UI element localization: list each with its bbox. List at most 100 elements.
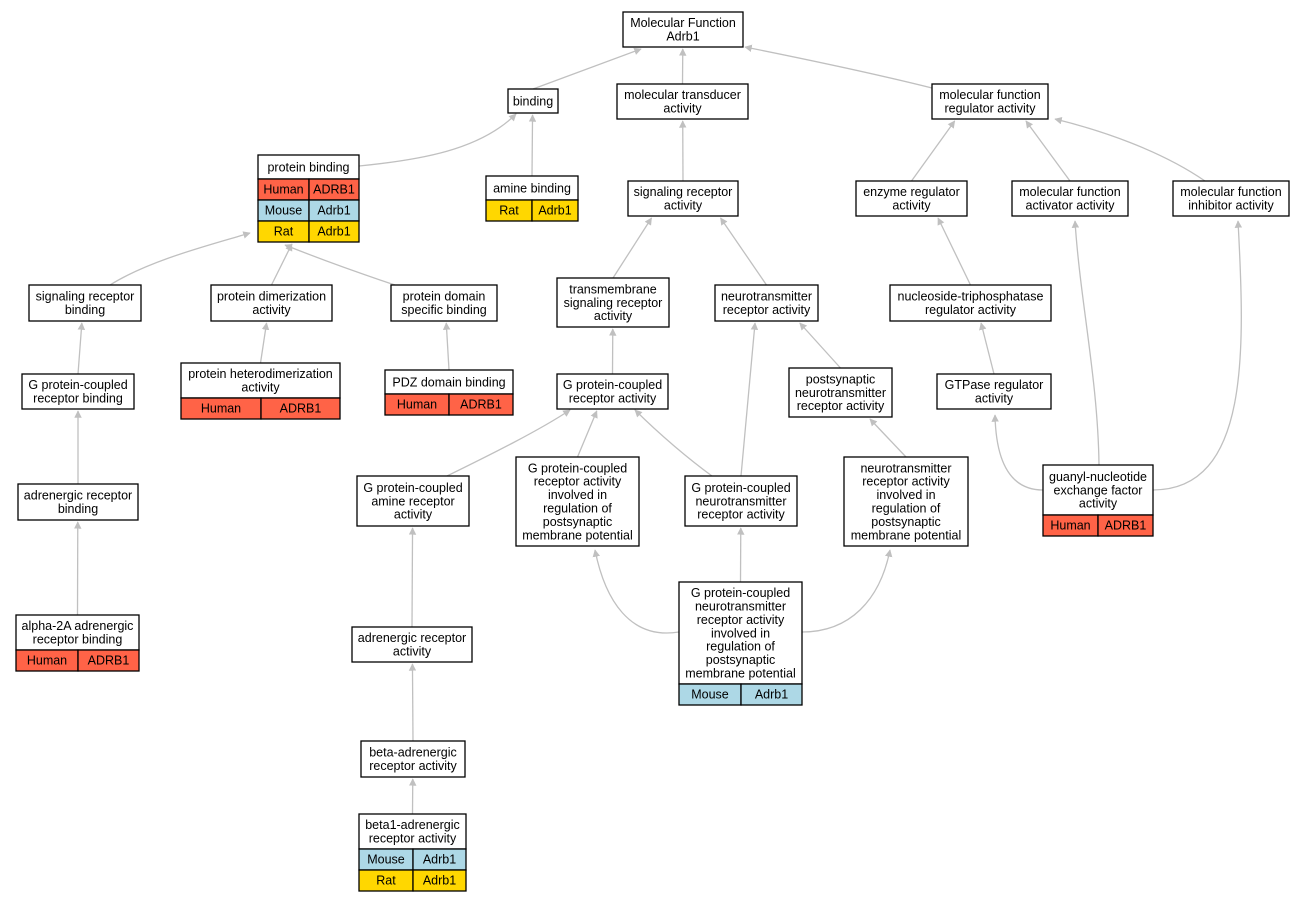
node-box <box>358 813 467 850</box>
node-label-line: receptor activity <box>369 759 457 773</box>
node-label-line: signaling receptor <box>634 185 733 199</box>
node-gpcr-nt-postsynaptic-potential[interactable]: G protein-coupledneurotransmitterrecepto… <box>678 581 803 706</box>
node-label-line: binding <box>58 502 98 516</box>
node-label-line: protein binding <box>267 160 349 174</box>
node-binding[interactable]: binding <box>507 88 559 114</box>
edge-protein-binding-to-binding <box>358 113 517 167</box>
edge-neurotransmitter-receptor-to-signaling-receptor-activity <box>720 217 768 286</box>
node-label-line: signaling receptor <box>564 296 663 310</box>
edge-gtpase-regulator-to-ntp-regulator <box>979 322 995 375</box>
node-label-line: activity <box>594 309 633 323</box>
node-label-line: receptor activity <box>697 508 785 522</box>
node-label-line: binding <box>513 94 553 108</box>
edge-amine-binding-to-binding <box>528 114 537 177</box>
gene-cell <box>740 683 803 706</box>
node-label-line: neurotransmitter <box>795 386 886 400</box>
edge-mf-inhibitor-to-mf-regulator <box>1054 116 1206 182</box>
node-box <box>351 626 473 663</box>
node-box <box>714 284 819 322</box>
edge-protein-domain-specific-to-protein-binding <box>284 244 396 286</box>
node-box <box>1011 180 1129 217</box>
node-label-line: protein heterodimerization <box>188 367 333 381</box>
node-label-line: receptor activity <box>723 303 811 317</box>
gene-label: ADRB1 <box>88 654 130 668</box>
edge-protein-heterodimerization-to-protein-dimerization <box>259 322 270 364</box>
node-label-line: regulation of <box>543 502 612 516</box>
species-label: Mouse <box>265 204 303 218</box>
gene-cell <box>308 220 360 243</box>
node-label-line: Adrb1 <box>666 30 699 44</box>
node-label-line: receptor activity <box>534 475 622 489</box>
edge-nt-receptor-postsynaptic-potential-to-postsynaptic-nt-receptor <box>869 418 907 458</box>
node-label-line: involved in <box>711 626 770 640</box>
node-box <box>678 581 803 685</box>
node-label-line: Molecular Function <box>630 16 736 30</box>
node-box <box>622 11 744 48</box>
edge-gpcr-amine-receptor-to-gpcr-activity <box>446 409 571 477</box>
node-label-line: membrane potential <box>851 528 961 542</box>
gene-cell <box>448 393 514 416</box>
node-label-line: exchange factor <box>1054 483 1143 497</box>
node-box <box>788 367 893 418</box>
species-label: Human <box>201 402 241 416</box>
node-label-line: protein domain <box>403 290 486 304</box>
node-label-line: regulation of <box>706 640 775 654</box>
node-label-line: involved in <box>548 488 607 502</box>
species-label: Human <box>27 654 67 668</box>
node-label-line: G protein-coupled <box>363 481 462 495</box>
edge-pdz-domain-to-protein-domain-specific <box>442 322 451 371</box>
gene-cell <box>1097 514 1154 537</box>
gene-cell <box>412 869 467 892</box>
node-label-line: adrenergic receptor <box>358 631 466 645</box>
node-label-line: postsynaptic <box>871 515 940 529</box>
species-label: Rat <box>274 225 294 239</box>
node-label-line: activity <box>663 102 702 116</box>
node-label-line: activity <box>241 381 280 395</box>
node-label-line: regulator activity <box>925 303 1017 317</box>
node-gpcr-neurotransmitter[interactable]: G protein-coupledneurotransmitterrecepto… <box>684 475 798 527</box>
node-label-line: transmembrane <box>569 282 657 296</box>
gene-cell <box>77 649 140 672</box>
node-label-line: activity <box>394 508 433 522</box>
node-label-line: activity <box>252 303 291 317</box>
edge-guanyl-nucleotide-exchange-to-mf-activator <box>1071 220 1100 466</box>
species-label: Rat <box>376 874 396 888</box>
gene-label: ADRB1 <box>313 183 355 197</box>
node-label-line: receptor activity <box>797 399 885 413</box>
node-label-line: adrenergic receptor <box>24 489 132 503</box>
node-label-line: amine receptor <box>371 494 454 508</box>
edge-ntp-regulator-to-enzyme-regulator <box>937 217 972 286</box>
node-label-line: alpha-2A adrenergic <box>22 619 134 633</box>
